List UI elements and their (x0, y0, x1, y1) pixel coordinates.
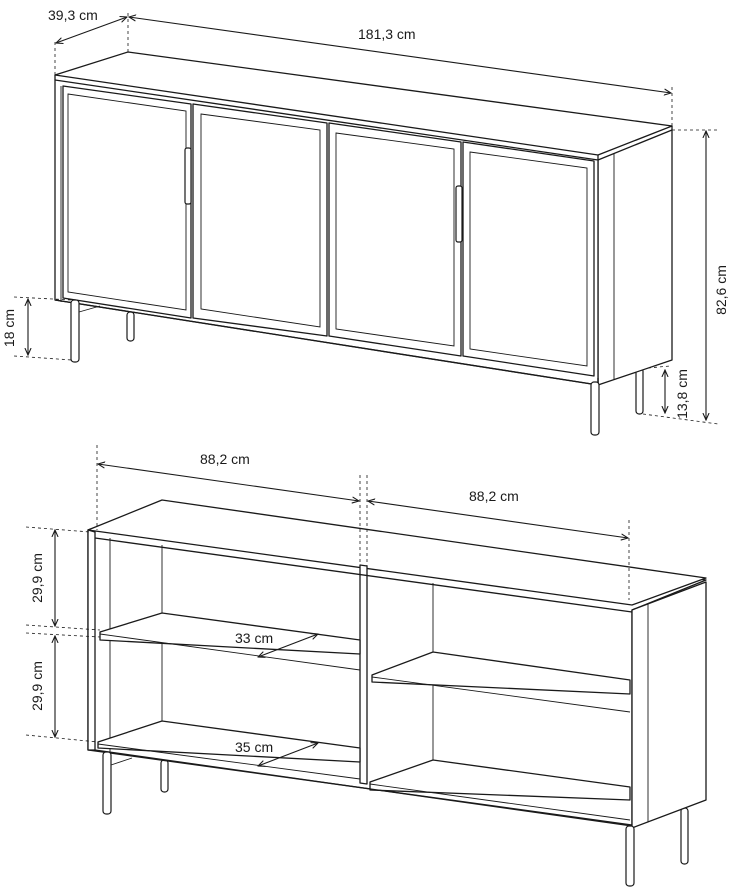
leg-back-left-shape (126, 311, 135, 342)
shelf-top-label: 29,9 cm (29, 553, 45, 603)
shelf-depth-upper-label: 33 cm (235, 630, 273, 646)
door-2 (192, 103, 328, 337)
door-1 (62, 85, 192, 319)
closed-sideboard (54, 51, 673, 436)
depth-label: 39,3 cm (48, 7, 98, 23)
leg-front-left (70, 299, 80, 363)
leg-right-label: 13,8 cm (674, 369, 690, 419)
left-side-panel (87, 529, 96, 751)
leg-back-right-open (680, 807, 689, 865)
height-label: 82,6 cm (713, 265, 729, 315)
handle-left (184, 147, 192, 205)
top-open (87, 499, 707, 606)
leg-front-right-open (625, 825, 635, 887)
right-side-panel (631, 581, 707, 829)
shelf-depth-lower-label: 35 cm (235, 739, 273, 755)
leg-back-left-open (160, 759, 169, 793)
dimensions-bottom (25, 445, 630, 766)
half-right-dimension-line (368, 501, 628, 538)
shelf-depth-lower-line (258, 743, 318, 766)
leg-left-label: 18 cm (1, 309, 17, 347)
half-left-label: 88,2 cm (200, 451, 250, 467)
door-3 (328, 122, 462, 357)
shelf-right-middle (371, 651, 631, 695)
leg-back-right (635, 367, 644, 415)
depth-dimension-line (56, 17, 127, 43)
width-dimension-line (129, 17, 671, 93)
side-panel (597, 129, 673, 386)
shelf-bottom-label: 29,9 cm (29, 661, 45, 711)
shelf-depth-upper-line (258, 634, 318, 657)
handle-right (455, 185, 463, 243)
leg-front-left-open (102, 751, 112, 815)
door-4 (462, 141, 595, 377)
half-left-dimension-line (98, 464, 359, 501)
half-right-label: 88,2 cm (469, 488, 519, 504)
dimensions-top (13, 12, 719, 425)
leg-front-right (590, 381, 600, 436)
width-label: 181,3 cm (358, 26, 416, 42)
open-sideboard (87, 499, 707, 887)
middle-divider (359, 564, 368, 785)
